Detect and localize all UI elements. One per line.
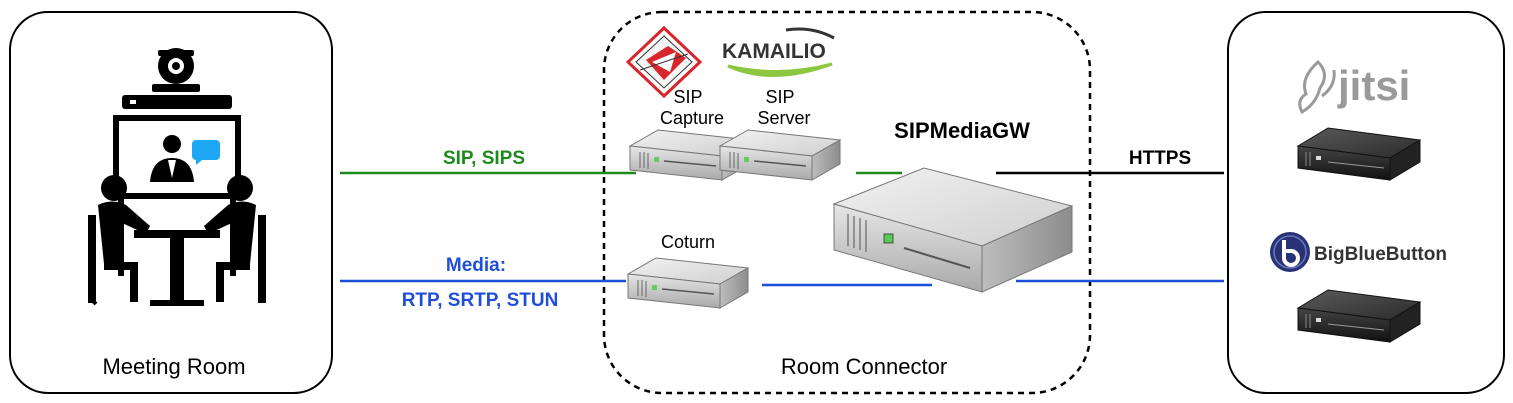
meeting-room-label: Meeting Room: [102, 354, 245, 379]
jitsi-logo-icon: jitsi: [1298, 59, 1410, 115]
homer-logo-icon: [625, 25, 703, 99]
gateway-server-icon: [832, 167, 1074, 293]
sip-capture-label-line1: SIP: [673, 87, 702, 107]
room-connector-label: Room Connector: [781, 354, 947, 379]
room-connector-box: [602, 10, 1092, 395]
coturn-server-icon: [627, 257, 749, 309]
meeting-room-icon: [88, 48, 266, 306]
sip-server-icon: [719, 129, 841, 181]
bigbluebutton-server-icon: [1297, 289, 1421, 343]
sip-server-label-line2: Server: [757, 108, 810, 128]
kamailio-logo-icon: KAMAILIO: [722, 27, 835, 78]
svg-text:jitsi: jitsi: [1337, 62, 1410, 109]
meeting-room-box: [9, 11, 333, 394]
jitsi-server-icon: [1297, 127, 1421, 181]
https-link-label: HTTPS: [1129, 148, 1191, 169]
media-link-label-line1: Media:: [446, 255, 506, 276]
svg-text:BigBlueButton: BigBlueButton: [1314, 244, 1447, 265]
svg-text:KAMAILIO: KAMAILIO: [722, 40, 826, 63]
gateway-label: SIPMediaGW: [894, 118, 1030, 143]
conference-services-box: [1227, 11, 1505, 394]
media-link-label-line2: RTP, SRTP, STUN: [402, 290, 559, 311]
sip-capture-label-line2: Capture: [660, 108, 724, 128]
coturn-label: Coturn: [661, 232, 715, 252]
bigbluebutton-logo-icon: BigBlueButton: [1270, 232, 1447, 272]
sip-server-label-line1: SIP: [765, 87, 794, 107]
sip-link-label: SIP, SIPS: [443, 148, 525, 169]
